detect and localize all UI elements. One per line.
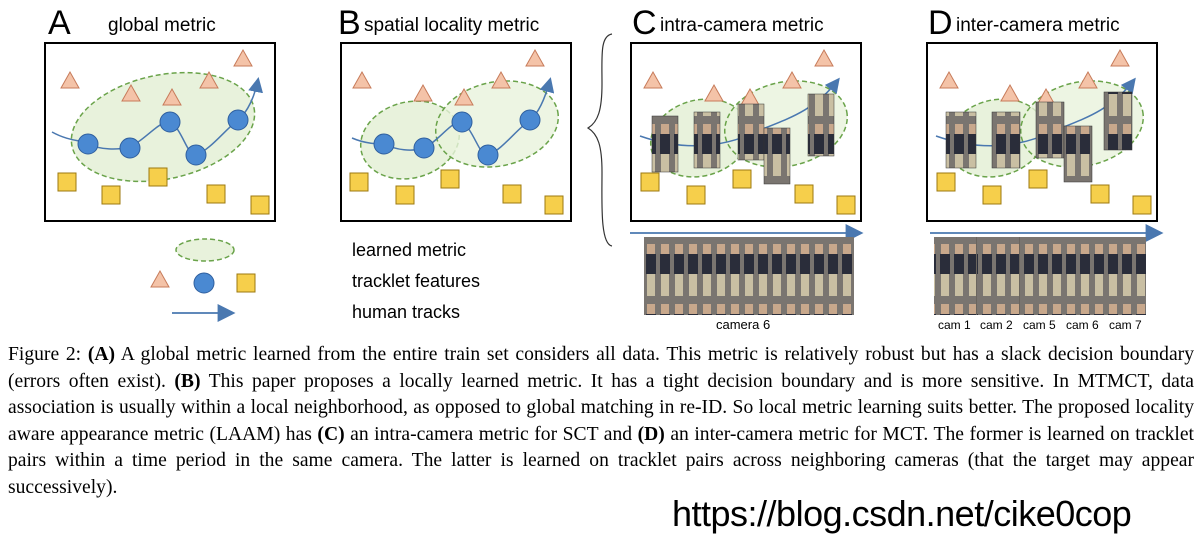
panel-a-graphics [51,48,270,215]
square-marker [349,172,369,192]
cam-1-label: cam 1 [938,318,971,332]
legend-triangle [150,269,170,288]
tracklet-feature-circle [373,133,395,155]
watermark-url: https://blog.csdn.net/cike0cop [672,493,1132,534]
legend-ellipse [175,238,235,262]
triangle-marker [121,83,141,102]
panel-title-c: intra-camera metric [660,15,824,36]
brace [586,33,613,247]
panel-d-graphics [935,48,1152,215]
caption-b-text: This paper proposes a locally learned me… [8,370,1194,445]
tracklet-feature-circle [77,133,99,155]
caption-d-text: an inter-camera metric for MCT. The form… [8,423,1194,498]
multi-camera-strip [934,237,1146,315]
tracklet-feature-circle [119,137,141,159]
panel-letter-b: B [338,4,361,42]
legend-circle [193,272,215,294]
panel-letter-a: A [48,4,71,42]
square-marker [57,172,77,192]
caption-c-label: (C) [317,423,345,445]
square-marker [544,195,564,215]
panel-letter-d: D [928,4,953,42]
panel-letter-c: C [632,4,657,42]
caption-b-label: (B) [174,370,201,392]
caption-d-label: (D) [637,423,665,445]
panel-c-graphics [639,48,856,215]
figure-graphics [51,33,1164,322]
legend-tracklet-features: tracklet features [352,271,481,291]
caption-a-label: (A) [87,344,116,365]
square-marker [250,195,270,215]
tracklet-feature-circle [519,109,541,131]
cam-6-label: cam 6 [1066,318,1099,332]
triangle-marker [233,48,253,67]
square-marker [395,185,415,205]
camera-6-label: camera 6 [716,317,771,332]
tracklet-feature-circle [451,111,473,133]
legend-symbols [150,238,256,322]
tracklet-feature-circle [159,111,181,133]
tracklet-photos [651,93,835,185]
triangle-marker [162,87,182,106]
legend-square [236,273,256,293]
triangle-marker [525,48,545,67]
triangle-marker [454,87,474,106]
triangle-marker [352,70,372,89]
square-marker [148,167,168,187]
panel-title-b: spatial locality metric [364,15,540,36]
cam-7-label: cam 7 [1109,318,1142,332]
square-marker [206,184,226,204]
tracklet-feature-circle [227,109,249,131]
triangle-marker [60,70,80,89]
tracklet-feature-circle [477,144,499,166]
panel-title-a: global metric [108,15,216,36]
caption-a-text: A global metric learned from the entire … [8,344,1195,392]
caption-prefix: Figure 2: [8,344,88,365]
cam-2-label: cam 2 [980,318,1013,332]
tracklet-feature-circle [413,137,435,159]
triangle-marker [491,70,511,89]
caption-c-text: an intra-camera metric for SCT and [344,423,638,445]
camera-6-strip [644,237,854,315]
square-marker [502,184,522,204]
tracklet-feature-circle [185,144,207,166]
cam-5-label: cam 5 [1023,318,1056,332]
panel-title-d: inter-camera metric [956,15,1120,36]
panel-b-graphics [349,48,564,215]
figure-caption: Figure 2: (A) A global metric learned fr… [8,342,1194,501]
square-marker [101,185,121,205]
legend-human-tracks: human tracks [352,302,461,322]
square-marker [440,169,460,189]
legend-learned-metric: learned metric [352,240,467,260]
triangle-marker [413,83,433,102]
triangle-marker [199,70,219,89]
